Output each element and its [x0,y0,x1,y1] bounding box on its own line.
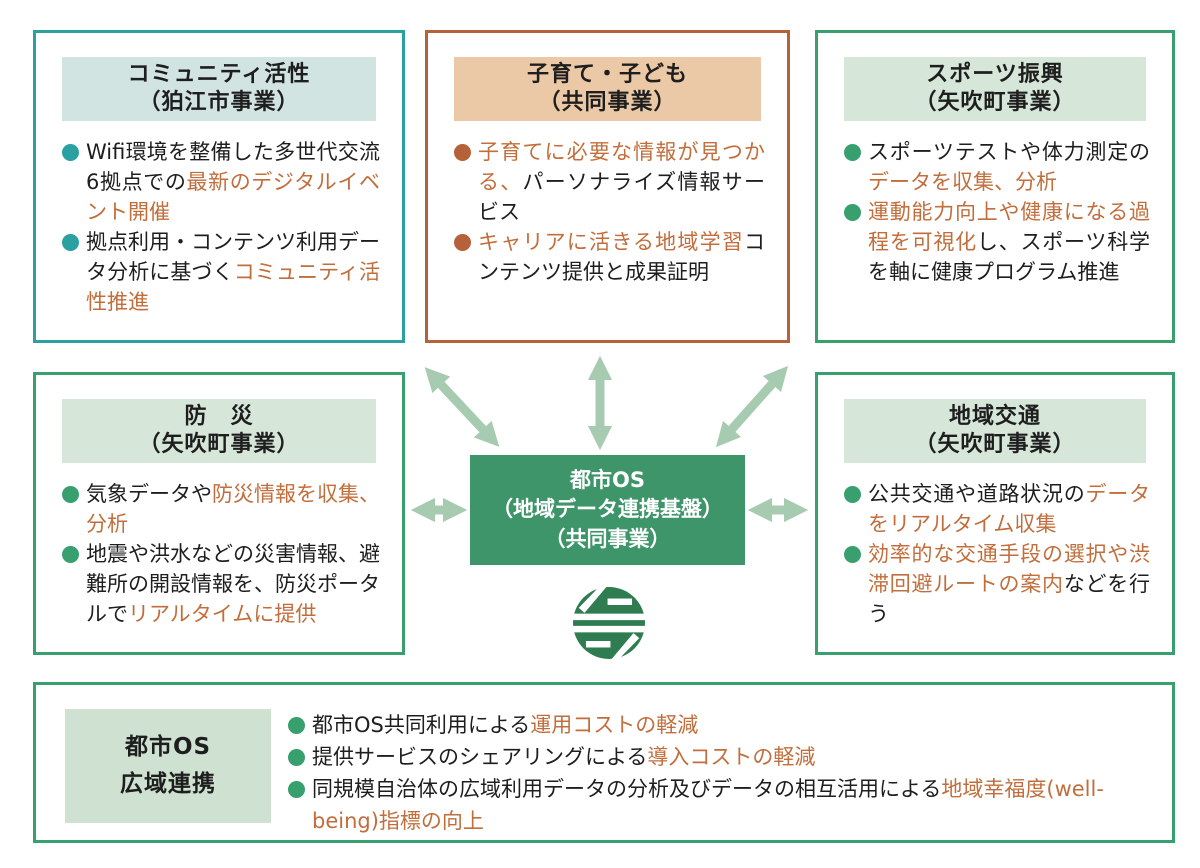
bullet-item: Wifi環境を整備した多世代交流6拠点での最新のデジタルイベント開催 [62,137,380,227]
bullet-dot-icon [454,234,471,251]
text-segment: 地震や洪水などの災害情報、避難所の開設情報を、防災ポータルで [86,542,380,626]
text-segment: 子育てに必要な情報が見つかる、 [478,140,765,194]
card-bullets: 公共交通や道路状況のデータをリアルタイム収集効率的な交通手段の選択や渋滞回避ルー… [818,463,1172,629]
card-subtitle: （共同事業） [538,90,677,115]
bullet-dot-icon [62,546,79,563]
card-transport: 地域交通 （矢吹町事業） 公共交通や道路状況のデータをリアルタイム収集効率的な交… [815,372,1175,655]
bullet-dot-icon [62,234,79,251]
card-childcare: 子育て・子ども （共同事業） 子育てに必要な情報が見つかる、パーソナライズ情報サ… [425,30,790,343]
bullet-dot-icon [62,486,79,503]
center-title: 都市OS [570,467,645,492]
center-subtitle-joint: （共同事業） [544,526,671,551]
text-segment: 都市OS共同利用による [312,713,531,737]
card-sports: スポーツ振興 （矢吹町事業） スポーツテストや体力測定のデータを収集、分析運動能… [815,30,1175,343]
text-segment: 提供サービスのシェアリングによる [312,745,648,769]
card-subtitle: （矢吹町事業） [914,90,1076,115]
bullet-dot-icon [288,749,305,766]
bullet-item: 提供サービスのシェアリングによる導入コストの軽減 [288,741,1108,773]
double-arrow-community-icon [424,367,500,447]
card-subtitle: （矢吹町事業） [914,432,1076,457]
card-bullets: 子育てに必要な情報が見つかる、パーソナライズ情報サービスキャリアに活きる地域学習… [428,121,787,287]
bullet-dot-icon [844,204,861,221]
text-segment: Wifi環境を整備した多世代交流6拠点での [86,140,380,194]
bullet-item: スポーツテストや体力測定のデータを収集、分析 [844,137,1150,197]
card-wide-area-header: 都市OS 広域連携 [65,709,271,823]
text-segment: データを収集、分析 [868,170,1057,194]
text-segment: 防災情報を収集、分析 [86,482,380,536]
bullet-item: 子育てに必要な情報が見つかる、パーソナライズ情報サービス [454,137,765,227]
bullet-item: 効率的な交通手段の選択や渋滞回避ルートの案内などを行う [844,539,1150,629]
card-bullets: Wifi環境を整備した多世代交流6拠点での最新のデジタルイベント開催拠点利用・コ… [36,121,402,317]
double-arrow-sports-icon [715,365,789,448]
text-segment: 地域幸福度(well-being)指標の向上 [312,777,1104,833]
text-segment: キャリアに活きる地域学習 [478,230,744,254]
text-segment: 拠点利用・コンテンツ利用データ分析に基づく [86,230,380,284]
text-segment: 最新のデジタルイベント開催 [86,170,380,224]
text-segment: パーソナライズ情報サービス [478,170,765,224]
card-transport-header: 地域交通 （矢吹町事業） [844,399,1146,463]
text-segment: コンテンツ提供と成果証明 [478,230,765,284]
municipal-crest-icon [573,587,645,659]
text-segment: リアルタイムに提供 [128,602,317,626]
card-wide-area: 都市OS 広域連携 都市OS共同利用による運用コストの軽減提供サービスのシェアリ… [33,682,1175,843]
card-sports-header: スポーツ振興 （矢吹町事業） [844,57,1146,121]
bullet-item: キャリアに活きる地域学習コンテンツ提供と成果証明 [454,227,765,287]
text-segment: し、スポーツ科学を軸に健康プログラム推進 [868,230,1150,284]
text-segment: コミュニティ活性推進 [86,260,381,314]
text-segment: 公共交通や道路状況の [868,482,1086,506]
card-title: 防 災 [184,403,254,429]
bullet-dot-icon [844,486,861,503]
card-title: 地域交通 [948,403,1041,429]
card-urban-os-center: 都市OS （地域データ連携基盤） （共同事業） [470,455,745,565]
text-segment: 気象データや [86,482,212,506]
bullet-dot-icon [288,717,305,734]
bullet-item: 拠点利用・コンテンツ利用データ分析に基づくコミュニティ活性推進 [62,227,380,317]
card-bullets: 気象データや防災情報を収集、分析地震や洪水などの災害情報、避難所の開設情報を、防… [36,463,402,629]
text-segment: 運動能力向上や健康になる過程を可視化 [868,200,1150,254]
text-segment: データをリアルタイム収集 [868,482,1150,536]
card-disaster: 防 災 （矢吹町事業） 気象データや防災情報を収集、分析地震や洪水などの災害情報… [33,372,405,655]
card-childcare-header: 子育て・子ども （共同事業） [454,57,761,121]
text-segment: 効率的な交通手段の選択や渋滞回避ルートの案内 [868,542,1150,596]
text-segment: 運用コストの軽減 [530,713,699,737]
bullet-dot-icon [288,781,305,798]
card-title: コミュニティ活性 [127,61,311,87]
bullet-item: 公共交通や道路状況のデータをリアルタイム収集 [844,479,1150,539]
card-subtitle: （狛江市事業） [138,90,300,115]
card-community-header: コミュニティ活性 （狛江市事業） [62,57,376,121]
bullet-item: 地震や洪水などの災害情報、避難所の開設情報を、防災ポータルでリアルタイムに提供 [62,539,380,629]
bullet-dot-icon [454,144,471,161]
card-bullets: 都市OS共同利用による運用コストの軽減提供サービスのシェアリングによる導入コスト… [288,709,1108,837]
text-segment: などを行う [868,572,1150,626]
bullet-item: 気象データや防災情報を収集、分析 [62,479,380,539]
bullet-item: 運動能力向上や健康になる過程を可視化し、スポーツ科学を軸に健康プログラム推進 [844,197,1150,287]
card-title: スポーツ振興 [926,61,1064,87]
center-subtitle-platform: （地域データ連携基盤） [492,497,723,522]
card-title: 都市OS [124,734,212,761]
card-disaster-header: 防 災 （矢吹町事業） [62,399,376,463]
text-segment: 導入コストの軽減 [647,745,816,769]
bullet-dot-icon [844,144,861,161]
bullet-item: 都市OS共同利用による運用コストの軽減 [288,709,1108,741]
card-title: 子育て・子ども [526,61,688,87]
bullet-dot-icon [844,546,861,563]
text-segment: 同規模自治体の広域利用データの分析及びデータの相互活用による [312,777,942,801]
card-title-line2: 広域連携 [120,771,216,797]
text-segment: スポーツテストや体力測定の [868,140,1150,164]
card-bullets: スポーツテストや体力測定のデータを収集、分析運動能力向上や健康になる過程を可視化… [818,121,1172,287]
card-community: コミュニティ活性 （狛江市事業） Wifi環境を整備した多世代交流6拠点での最新… [33,30,405,343]
bullet-dot-icon [62,144,79,161]
bullet-item: 同規模自治体の広域利用データの分析及びデータの相互活用による地域幸福度(well… [288,773,1108,837]
card-subtitle: （矢吹町事業） [138,432,300,457]
